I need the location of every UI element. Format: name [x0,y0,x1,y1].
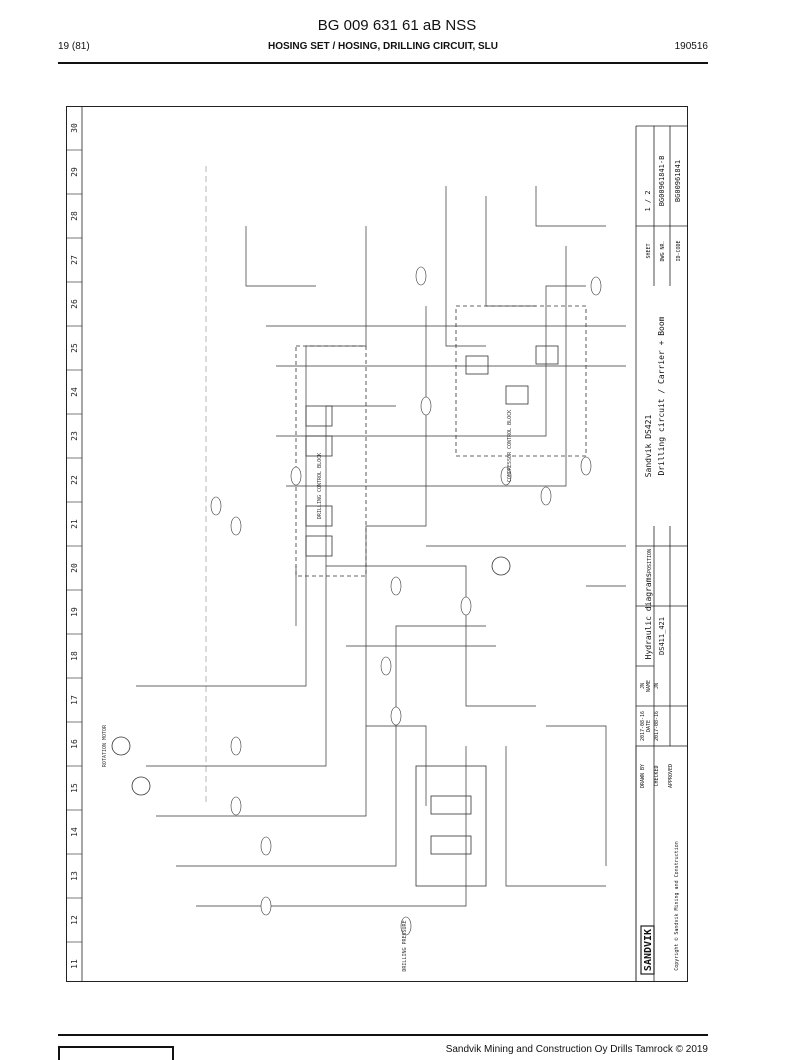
col-num: 15 [70,783,79,793]
col-num: 22 [70,475,79,485]
valve-stack [415,765,487,887]
page-number: 19 (81) [58,41,90,52]
drilling-control-block-label: DRILLING CONTROL BLOCK [317,453,323,519]
dwg-label: DWG NR. [660,240,666,261]
column-ticks [66,149,82,943]
col-num: 17 [70,695,79,705]
col-num: 11 [70,959,79,969]
footer-logo [58,1046,174,1060]
footer-text: Sandvik Mining and Construction Oy Drill… [445,1044,708,1055]
header-date: 190516 [674,41,708,52]
hydraulic-components [111,305,587,887]
hydraulic-diagram-sheet: 30 29 28 27 26 25 24 23 22 21 20 19 18 1… [66,106,688,982]
col-num: 28 [70,211,79,221]
section-title: HOSING SET / HOSING, DRILLING CIRCUIT, S… [267,41,498,52]
model-name: Sandvik DS421 [644,415,653,478]
document-title: BG 009 631 61 aB NSS [317,17,477,34]
compressor-control-block [455,305,587,457]
block-labels: DRILLING CONTROL BLOCK COMPRESSOR CONTRO… [102,410,513,972]
hydraulic-lines [136,166,626,907]
col-num: 12 [70,915,79,925]
col-num: 16 [70,739,79,749]
sheet-label: SHEET [646,243,652,258]
approved-label: APPROVED [668,764,674,788]
col-num: 30 [70,123,79,133]
col-num: 24 [70,387,79,397]
category-name: Hydraulic diagrams [644,572,653,659]
drawing-subject: Drilling circuit / Carrier + Boom [657,316,666,475]
idcode-value: BG00961841 [674,160,682,202]
checked-date: 2017-08-16 [654,711,660,741]
rotation-motor-symbol [111,736,131,756]
drilling-control-block [295,345,367,577]
name-label: NAME [646,680,652,692]
col-num: 19 [70,607,79,617]
footer-rule [58,1034,708,1036]
col-num: 20 [70,563,79,573]
sandvik-logo [640,925,655,975]
drilling-pressure-label: DRILLING PRESSURE [402,920,408,971]
position-balloons [210,266,602,936]
rotation-motor-label: ROTATION MOTOR [102,724,108,767]
sheet-value: 1 / 2 [644,190,652,211]
checked-name: JN [654,683,660,689]
brand-logo: SANDVIK [643,929,654,971]
col-num: 29 [70,167,79,177]
compressor-control-block-label: COMPRESSOR CONTROL BLOCK [507,410,513,482]
column-numbers: 30 29 28 27 26 25 24 23 22 21 20 19 18 1… [70,123,79,969]
date-label: DATE [646,720,652,732]
copyright-text: Copyright © Sandvik Mining and Construct… [674,841,680,970]
header-rule [58,62,708,64]
col-num: 13 [70,871,79,881]
checked-label: CHECKED [654,765,660,786]
dwg-value: BG00961841-B [658,156,666,207]
col-num: 23 [70,431,79,441]
drawn-name: JN [640,683,646,689]
position-label: POSITION [647,549,653,573]
col-num: 18 [70,651,79,661]
col-num: 14 [70,827,79,837]
drawn-by-label: DRAWN BY [640,764,646,788]
col-num: 21 [70,519,79,529]
drawn-date: 2017-08-16 [640,711,646,741]
title-block: SANDVIK Copyright © Sandvik Mining and C… [635,125,688,982]
col-num: 26 [70,299,79,309]
idcode-label: ID-CODE [676,240,682,261]
sheet-frame [66,106,688,982]
position-value: DS411_421 [658,617,666,655]
col-num: 25 [70,343,79,353]
col-num: 27 [70,255,79,265]
